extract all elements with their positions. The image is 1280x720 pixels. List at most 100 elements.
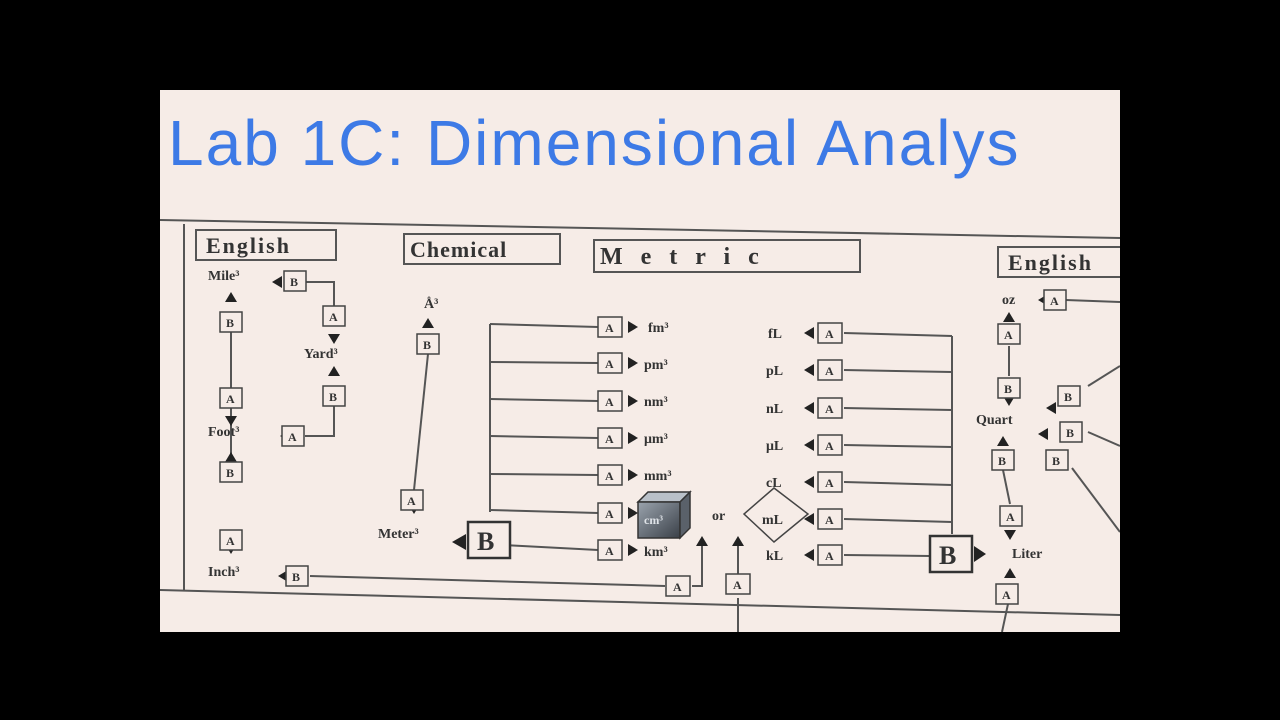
connector-inch-bottom (309, 575, 666, 587)
box-quart-b-2-text: B (1064, 390, 1072, 404)
label-km: km³ (644, 545, 668, 560)
box-meter-a-text: A (407, 494, 416, 508)
connector-liter-down (1001, 603, 1009, 632)
header-metric-text: M e t r i c (600, 244, 761, 270)
box-fl-a: A (817, 322, 843, 344)
connector-cm (489, 509, 599, 514)
box-ml-a-text: A (825, 513, 834, 527)
label-inch: Inch³ (208, 565, 239, 580)
box-bottom-a-1-frame (665, 575, 691, 597)
box-foot-b-text: B (226, 466, 234, 480)
label-fl: fL (768, 327, 782, 342)
box-english-s1-text: B (226, 316, 234, 330)
cube-icon-side (679, 490, 691, 540)
diamond-icon-shape (742, 487, 810, 543)
arrow-yard-down (328, 334, 340, 344)
frame-bottom-line (160, 589, 1120, 616)
box-inch-b: B (285, 565, 309, 587)
box-mile-b-frame (283, 270, 307, 292)
cube-icon: cm³ (636, 490, 692, 540)
box-nm-a-frame (597, 390, 623, 412)
label-mm: mm³ (644, 469, 672, 484)
box-mile-b-text: B (290, 275, 298, 289)
header-english-right: English (997, 246, 1120, 278)
arrow-kl (804, 549, 814, 561)
arrow-foot-down (225, 416, 237, 426)
arrow-liter-down (1004, 530, 1016, 540)
box-ml-a-frame (817, 508, 843, 530)
connector-quart-liter (1002, 469, 1011, 505)
connector-oz-right (1065, 299, 1120, 303)
box-angstrom-b-frame (416, 333, 440, 355)
conversion-diagram: English Chemical M e t r i c English (160, 219, 1120, 632)
box-quart-b-1-text: B (1004, 382, 1012, 396)
box-liter-big-b-frame (928, 534, 974, 574)
header-chemical-box (403, 233, 561, 265)
connector-fl (843, 332, 953, 337)
box-quart-b-4: B (1045, 449, 1069, 471)
box-quart-b-2: B (1057, 385, 1081, 407)
label-pm: pm³ (644, 358, 668, 373)
box-meter-big-b-frame (466, 520, 512, 560)
connector-quart-right-3 (1071, 467, 1120, 533)
arrow-bottom-up-1 (696, 536, 708, 546)
box-mm-a-frame (597, 464, 623, 486)
box-mile-b: B (283, 270, 307, 292)
connector-kl (843, 554, 931, 557)
slide: Lab 1C: Dimensional Analys English Chemi… (160, 90, 1120, 632)
box-mm-a-text: A (605, 469, 614, 483)
box-cl-a: A (817, 471, 843, 493)
box-nl-a-frame (817, 397, 843, 419)
box-bottom-a-2-frame (725, 573, 751, 595)
box-foot-a-up-frame (219, 387, 243, 409)
box-cm-a-frame (597, 502, 623, 524)
cube-icon-label: cm³ (644, 513, 663, 527)
box-quart-b-4-text: B (1052, 454, 1060, 468)
box-ml-a: A (817, 508, 843, 530)
arrow-angstrom-up (422, 318, 434, 328)
box-foot-a-right-frame (281, 425, 305, 447)
arrow-pm (628, 357, 638, 369)
arrow-yard-up (328, 366, 340, 376)
connector-ul (843, 444, 953, 448)
box-liter-big-b: B (928, 534, 974, 574)
box-nm-a-text: A (605, 395, 614, 409)
label-mile: Mile³ (208, 269, 239, 284)
box-liter-a-down-text: A (1002, 588, 1011, 602)
box-pl-a-text: A (825, 364, 834, 378)
box-inch-a-frame (219, 529, 243, 551)
box-quart-b-5-frame (991, 449, 1015, 471)
box-english-s1-frame (219, 311, 243, 333)
connector-um (489, 435, 599, 439)
box-quart-b-5: B (991, 449, 1015, 471)
header-metric: M e t r i c (593, 239, 861, 273)
box-fm-a-frame (597, 316, 623, 338)
diamond-icon (742, 487, 810, 543)
box-km-a: A (597, 539, 623, 561)
box-yard-a-text: A (329, 310, 338, 324)
box-ul-a-text: A (825, 439, 834, 453)
box-inch-b-frame (285, 565, 309, 587)
box-yard-b: B (322, 385, 346, 407)
box-oz-quart-a-frame (997, 323, 1021, 345)
arrow-pl (804, 364, 814, 376)
box-cm-a: A (597, 502, 623, 524)
box-nl-a-text: A (825, 402, 834, 416)
cube-icon-front (637, 501, 681, 539)
box-foot-b: B (219, 461, 243, 483)
box-meter-a-frame (400, 489, 424, 511)
arrow-quart-up (997, 436, 1009, 446)
arrow-km (628, 544, 638, 556)
arrow-liter-up (1004, 568, 1016, 578)
box-pm-a: A (597, 352, 623, 374)
connector-nm (489, 398, 599, 402)
header-metric-box (593, 239, 861, 273)
box-quart-b-4-frame (1045, 449, 1069, 471)
arrow-quart-right-1 (1046, 402, 1056, 414)
connector-cl (843, 481, 953, 486)
box-kl-a-frame (817, 544, 843, 566)
box-fm-a: A (597, 316, 623, 338)
box-yard-b-frame (322, 385, 346, 407)
label-fm: fm³ (648, 321, 669, 336)
connector-mile-yard (306, 281, 335, 310)
